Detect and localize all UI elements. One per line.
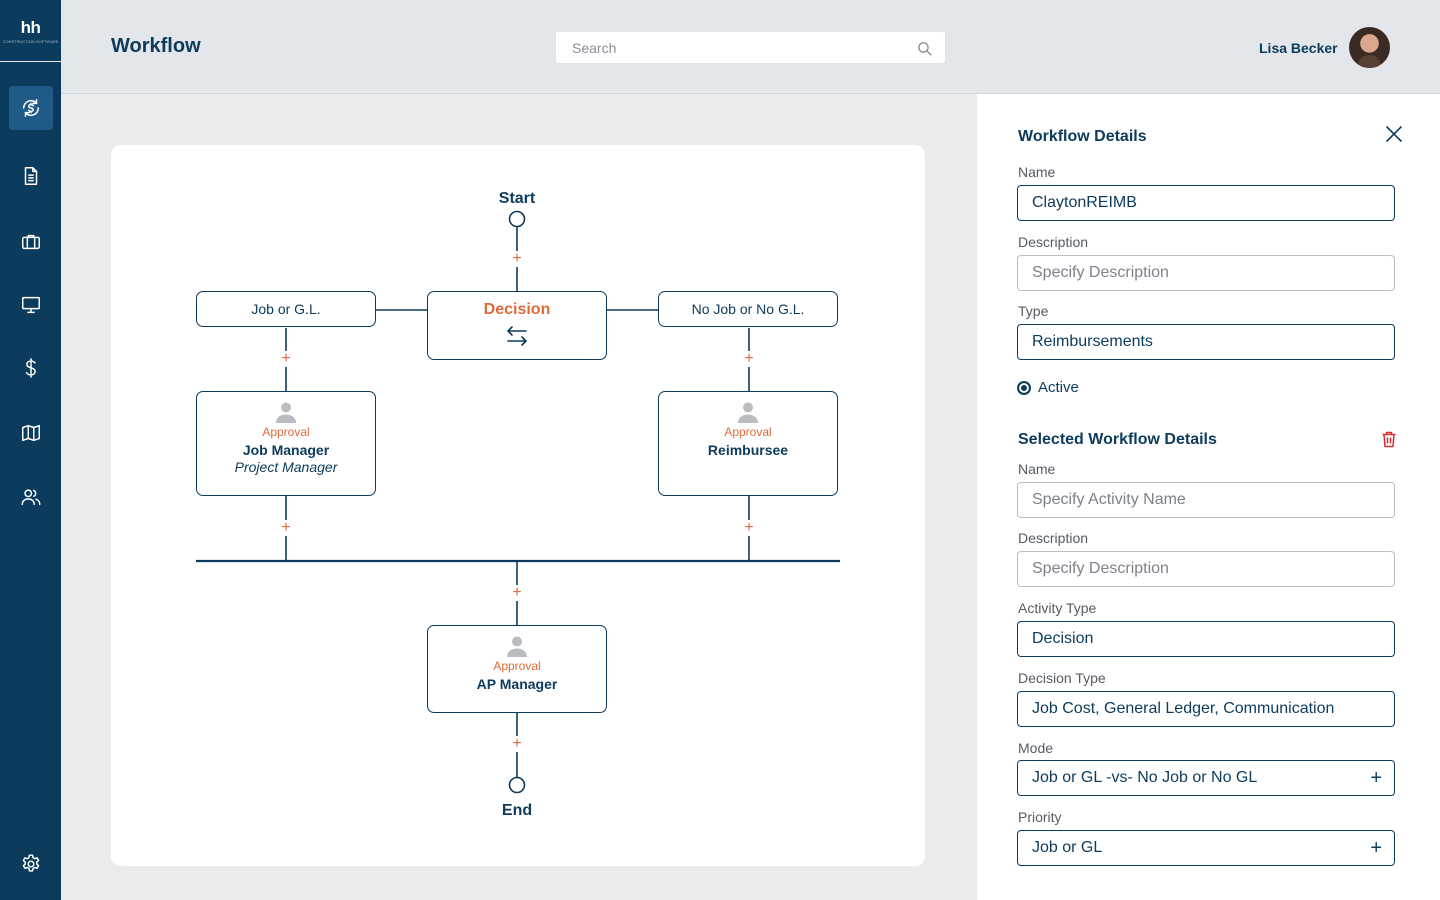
- decision-type-label: Decision Type: [1018, 670, 1106, 686]
- user-name[interactable]: Lisa Becker: [1259, 40, 1338, 56]
- mode-input[interactable]: [1018, 761, 1394, 795]
- activity-name-field: [1017, 482, 1395, 518]
- name-label: Name: [1018, 164, 1056, 180]
- avatar[interactable]: [1349, 27, 1390, 68]
- add-step-button[interactable]: +: [509, 585, 525, 601]
- decision-type-input[interactable]: [1018, 692, 1394, 726]
- activity-type-label: Activity Type: [1018, 600, 1097, 616]
- active-radio-row[interactable]: Active: [1017, 379, 1079, 396]
- approval-node-reimbursee[interactable]: Approval Reimbursee: [658, 391, 838, 496]
- nav-projects[interactable]: [9, 220, 53, 264]
- page-title: Workflow: [111, 35, 201, 57]
- dollar-cycle-icon: [22, 99, 40, 117]
- end-label: End: [501, 802, 533, 819]
- workflow-name-field: [1017, 185, 1395, 221]
- activity-name-input[interactable]: [1018, 483, 1394, 517]
- document-icon: [24, 167, 38, 185]
- workflow-type-field: [1017, 324, 1395, 360]
- mode-label: Mode: [1018, 740, 1054, 756]
- approval-node-ap-manager[interactable]: Approval AP Manager: [427, 625, 607, 713]
- workflow-description-input[interactable]: [1018, 256, 1394, 290]
- nav-map[interactable]: [9, 411, 53, 455]
- swap-arrows-icon: [507, 326, 527, 346]
- add-priority-icon[interactable]: +: [1370, 837, 1382, 859]
- sidebar: hh CONSTRUCTION SOFTWARE: [0, 0, 61, 900]
- add-step-button[interactable]: +: [278, 520, 294, 536]
- approval-type: Approval: [493, 659, 541, 673]
- type-label: Type: [1018, 303, 1049, 319]
- branch-label: Job or G.L.: [251, 301, 321, 317]
- search-input[interactable]: [556, 32, 945, 63]
- activity-name-label: Name: [1018, 461, 1056, 477]
- activity-description-input[interactable]: [1018, 552, 1394, 586]
- nav-users[interactable]: [9, 475, 53, 519]
- approval-type: Approval: [262, 425, 310, 439]
- branch-node-left[interactable]: Job or G.L.: [196, 291, 376, 327]
- nav-documents[interactable]: [9, 154, 53, 198]
- approver-name: AP Manager: [476, 676, 558, 692]
- add-step-button[interactable]: +: [741, 520, 757, 536]
- settings-icon: [22, 854, 40, 872]
- decision-title: Decision: [483, 301, 551, 318]
- approval-type: Approval: [724, 425, 772, 439]
- add-step-button[interactable]: +: [509, 736, 525, 752]
- top-bar: Workflow Lisa Becker: [61, 0, 1440, 94]
- logo-text: hh: [20, 17, 41, 37]
- details-panel: Workflow Details Name Description Type A…: [977, 94, 1440, 900]
- start-label: Start: [498, 190, 536, 207]
- branch-node-right[interactable]: No Job or No G.L.: [658, 291, 838, 327]
- person-icon: [738, 402, 758, 423]
- priority-label: Priority: [1018, 809, 1062, 825]
- approver-name: Job Manager: [242, 442, 330, 458]
- workflow-canvas: Start End + + + + + + + Job or G.L. No J…: [111, 145, 925, 866]
- priority-field: +: [1017, 830, 1395, 866]
- mode-field: +: [1017, 760, 1395, 796]
- approver-role: Project Manager: [234, 459, 338, 475]
- decision-type-field: [1017, 691, 1395, 727]
- active-label: Active: [1038, 379, 1079, 396]
- workflow-name-input[interactable]: [1018, 186, 1394, 220]
- map-icon: [22, 424, 40, 442]
- workflow-details-heading: Workflow Details: [1018, 128, 1147, 145]
- monitor-icon: [22, 296, 40, 314]
- activity-description-label: Description: [1018, 530, 1089, 546]
- priority-input[interactable]: [1018, 831, 1394, 865]
- selected-details-heading: Selected Workflow Details: [1018, 431, 1217, 448]
- search-icon[interactable]: [916, 40, 933, 57]
- activity-type-field: [1017, 621, 1395, 657]
- add-step-button[interactable]: +: [741, 351, 757, 367]
- activity-description-field: [1017, 551, 1395, 587]
- nav-payments[interactable]: [9, 346, 53, 390]
- add-step-button[interactable]: +: [278, 351, 294, 367]
- activity-type-input[interactable]: [1018, 622, 1394, 656]
- active-radio[interactable]: [1017, 380, 1031, 395]
- trash-icon[interactable]: [1381, 431, 1397, 448]
- search-box: [555, 31, 946, 64]
- person-icon: [276, 402, 296, 423]
- briefcase-icon: [22, 234, 40, 250]
- users-icon: [21, 489, 41, 506]
- dollar-icon: [25, 358, 36, 378]
- nav-monitor[interactable]: [9, 283, 53, 327]
- branch-label: No Job or No G.L.: [691, 301, 805, 317]
- approver-name: Reimbursee: [707, 442, 789, 458]
- logo-subtext: CONSTRUCTION SOFTWARE: [2, 38, 59, 44]
- logo[interactable]: hh CONSTRUCTION SOFTWARE: [0, 0, 61, 62]
- approval-node-job-manager[interactable]: Approval Job Manager Project Manager: [196, 391, 376, 496]
- nav-settings[interactable]: [9, 842, 53, 886]
- nav-finance[interactable]: [9, 86, 53, 130]
- add-step-button[interactable]: +: [509, 251, 525, 267]
- person-icon: [507, 636, 527, 657]
- description-label: Description: [1018, 234, 1089, 250]
- workflow-type-input[interactable]: [1018, 325, 1394, 359]
- decision-node[interactable]: Decision: [427, 291, 607, 360]
- workflow-description-field: [1017, 255, 1395, 291]
- close-icon[interactable]: [1384, 124, 1404, 144]
- add-mode-icon[interactable]: +: [1370, 767, 1382, 789]
